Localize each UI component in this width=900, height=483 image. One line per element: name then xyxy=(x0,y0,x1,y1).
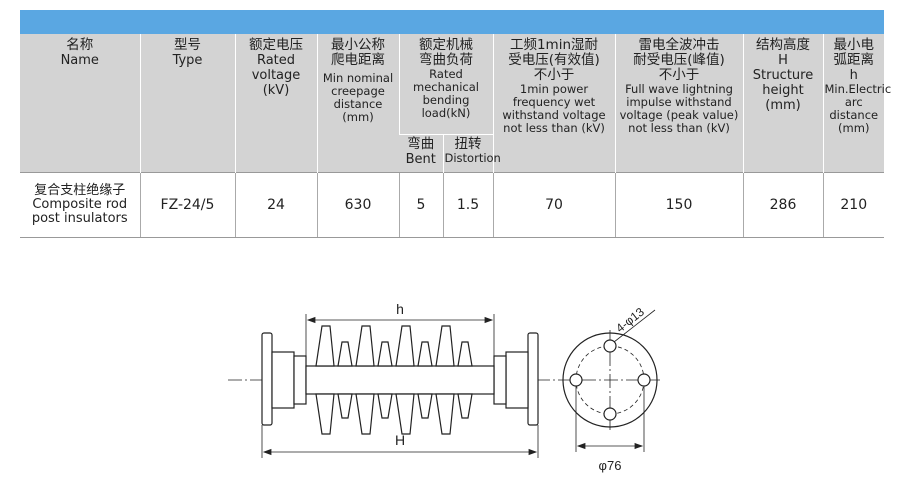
header-distortion: 扭转 Distortion xyxy=(442,133,501,172)
spec-table: 名称 Name 型号 Type 额定电压 Rated voltage (kV) … xyxy=(20,34,891,238)
end-view-flange xyxy=(560,309,660,430)
right-flange xyxy=(493,332,539,426)
header-lightning-impulse: 雷电全波冲击 耐受电压(峰值) 不小于 Full wave lightning … xyxy=(614,34,743,172)
cell-creepage: 630 xyxy=(316,171,399,238)
hole-leader-line xyxy=(613,309,656,343)
bolt-hole-left xyxy=(569,373,583,387)
header-bent: 弯曲 Bent xyxy=(399,133,443,172)
header-structure-height: 结构高度 H Structure height (mm) xyxy=(742,34,823,172)
top-accent-bar xyxy=(20,10,884,34)
cell-lightning-impulse: 150 xyxy=(614,171,743,238)
cell-structure-height: 286 xyxy=(742,171,823,238)
cell-name: 复合支柱绝缘子 Composite rod post insulators xyxy=(20,171,140,238)
header-creepage: 最小公称 爬电距离 Min nominal creepage distance … xyxy=(316,34,399,172)
label-h: h xyxy=(396,301,404,317)
label-diameter: φ76 xyxy=(599,458,622,473)
cell-distortion: 1.5 xyxy=(442,171,493,238)
cell-bent: 5 xyxy=(398,171,443,238)
dimension-diameter xyxy=(575,386,645,452)
dimension-h xyxy=(305,314,495,356)
dimension-H xyxy=(261,425,539,458)
bolt-hole-top xyxy=(603,339,617,353)
cell-voltage: 24 xyxy=(234,171,317,238)
header-power-frequency: 工频1min湿耐 受电压(有效值) 不小于 1min power frequen… xyxy=(492,34,615,172)
header-voltage: 额定电压 Rated voltage (kV) xyxy=(234,34,317,172)
header-bending-load: 额定机械 弯曲负荷 Rated mechanical bending load(… xyxy=(398,34,493,134)
bolt-hole-bottom xyxy=(603,407,617,421)
cell-power-frequency: 70 xyxy=(492,171,615,238)
cell-arc-distance: 210 xyxy=(822,171,884,238)
left-flange xyxy=(261,332,307,426)
table-row: 复合支柱绝缘子 Composite rod post insulators FZ… xyxy=(20,171,884,238)
label-H: H xyxy=(395,432,405,448)
cell-type: FZ-24/5 xyxy=(139,171,235,238)
insulator-sheds xyxy=(315,325,473,435)
rod-body xyxy=(305,365,495,395)
bolt-hole-right xyxy=(637,373,651,387)
header-arc-distance: 最小电 弧距离 h Min.Electric arc distance (mm) xyxy=(822,34,891,172)
header-type: 型号 Type xyxy=(139,34,235,172)
header-name: 名称 Name xyxy=(20,34,140,172)
